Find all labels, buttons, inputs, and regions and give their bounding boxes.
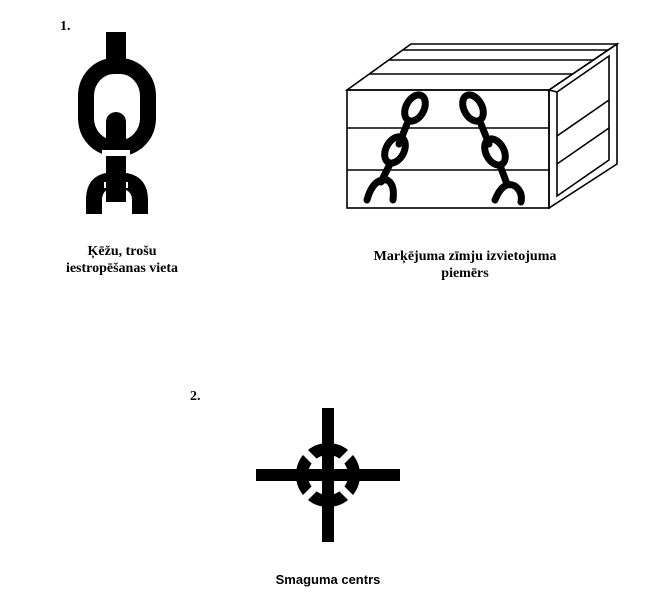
chain-symbol-caption: Ķēžu, trošu iestropēšanas vieta: [42, 243, 202, 277]
section-1-number: 1.: [60, 19, 71, 34]
crate-caption: Marķējuma zīmju izvietojuma piemērs: [340, 248, 590, 282]
center-of-gravity-caption: Smaguma centrs: [275, 572, 381, 587]
center-of-gravity-icon: [256, 408, 400, 542]
chain-icon: [78, 32, 156, 214]
crate-caption-line-1: Marķējuma zīmju izvietojuma: [373, 249, 557, 264]
section-2-number: 2.: [190, 389, 201, 404]
chain-caption-line-1: Ķēžu, trošu: [87, 244, 157, 259]
chain-caption-line-2: iestropēšanas vieta: [65, 261, 179, 276]
crate-caption-line-2: piemērs: [441, 266, 489, 281]
crate-with-chains: [343, 40, 623, 212]
